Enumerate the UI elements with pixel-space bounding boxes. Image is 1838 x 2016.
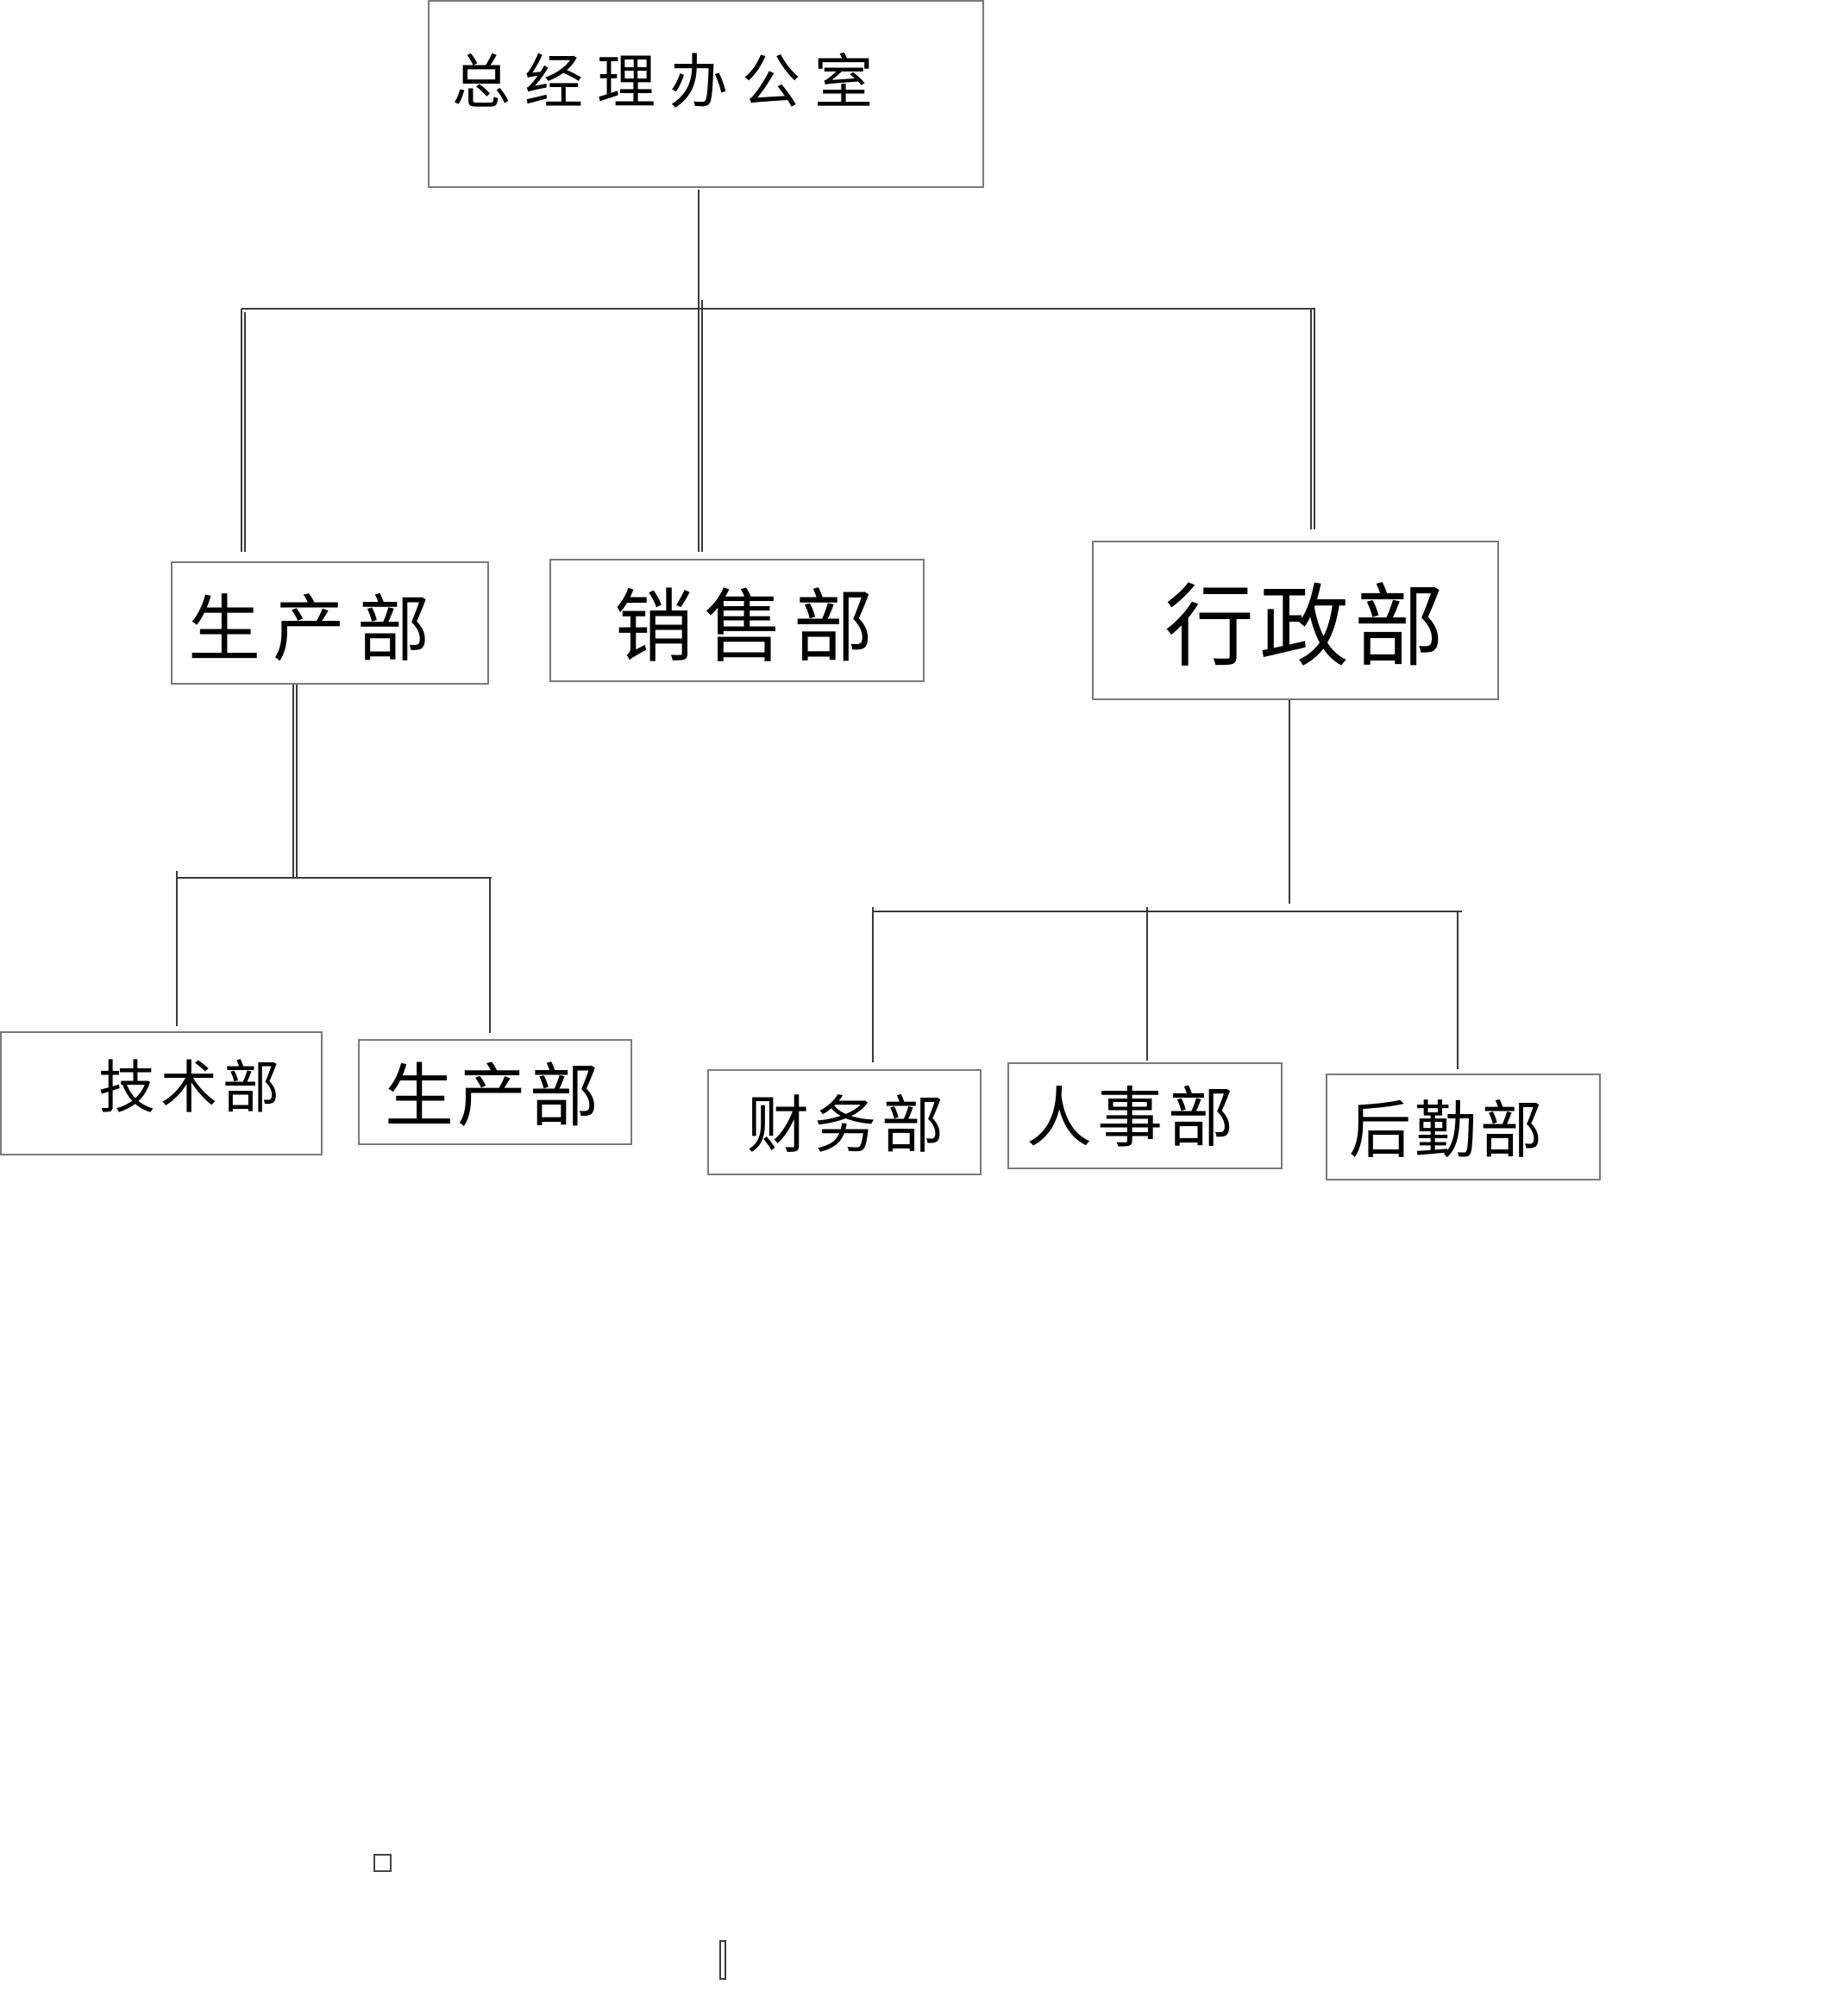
sales-node [549,559,925,682]
small-square-mark [373,1854,392,1872]
administration-node [1092,541,1499,700]
production-node-label: 生产部 [188,587,442,672]
production-sub-node-label: 生产部 [385,1056,602,1136]
logistics-node-label: 后勤部 [1349,1094,1546,1167]
technical-node-label: 技术部 [98,1055,285,1121]
technical-node [0,1031,323,1155]
small-bar-mark [719,1940,726,1980]
finance-node [707,1069,982,1175]
root-node [428,0,984,188]
production-sub-node [358,1039,632,1145]
sales-node-label: 销售部 [614,581,884,673]
root-node-label: 总经理办公室 [452,49,888,117]
hr-node [1007,1062,1283,1169]
logistics-node [1326,1074,1601,1180]
administration-node-label: 行政部 [1164,574,1450,679]
production-node [171,561,489,685]
finance-node-label: 财务部 [747,1089,950,1161]
hr-node-label: 人事部 [1026,1080,1239,1156]
